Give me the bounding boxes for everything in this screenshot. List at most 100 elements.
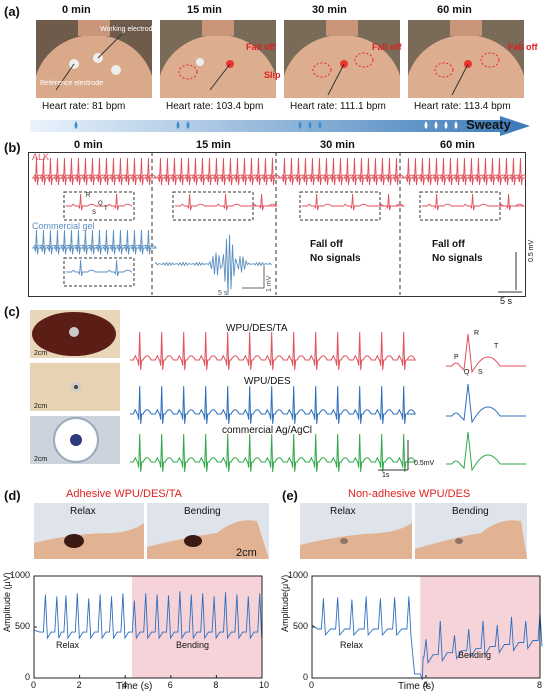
panel-e-ytick-label-2: 1000 <box>288 570 309 580</box>
slip-label: Slip <box>264 70 281 80</box>
fall-off-label-60: Fall off <box>508 42 538 52</box>
panel-e-region-bending: Bending <box>458 650 492 660</box>
panel-c-single-beat-0 <box>446 333 526 374</box>
panel-e-ytick-label-1: 500 <box>293 621 309 631</box>
panel-b-time-3: 60 min <box>440 139 475 151</box>
panel-b-inset-scale-amp: 1 mV <box>266 275 273 292</box>
torso-photo-0min <box>36 20 152 98</box>
panel-d-xtick-label-0: 0 <box>31 680 37 690</box>
panel-e-amplitude-line <box>311 596 543 681</box>
panel-e-xtick-label-2: 8 <box>537 680 543 690</box>
panel-d-xtick-label-4: 8 <box>213 680 219 690</box>
wrist-photo-d-relax <box>34 503 144 559</box>
b-wave-t: T <box>104 206 108 212</box>
panel-b-time-1: 15 min <box>196 139 231 151</box>
photo-scale-c-1: 2cm <box>34 403 48 410</box>
sweaty-label: Sweaty <box>466 117 511 132</box>
commercial-agagcl-photo <box>30 416 120 464</box>
panel-d-xlabel: Time (s) <box>116 681 153 692</box>
alk-label: ALK <box>32 152 50 162</box>
panel-a-time-0: 0 min <box>62 4 91 16</box>
panel-c-trace-1 <box>130 385 416 424</box>
c-wave-p: P <box>454 354 459 361</box>
panel-b-time-2: 30 min <box>320 139 355 151</box>
reference-electrode-label: Reference electrode <box>40 80 104 87</box>
inset-trace-0 <box>66 193 132 211</box>
c-wave-q: Q <box>464 369 470 376</box>
heart-rate-1: Heart rate: 103.4 bpm <box>166 101 264 112</box>
panel-c-trace-0 <box>130 331 416 370</box>
ecg-title-wpu-des-ta: WPU/DES/TA <box>226 323 288 334</box>
panel-b-scale-amp: 0.5 mV <box>528 239 535 262</box>
working-electrode-label: Working electrode <box>100 26 157 33</box>
torso-photo-30min <box>284 20 400 98</box>
panel-c-scale-time: 1s <box>382 472 390 479</box>
gel-trace-15min-noise <box>155 234 272 296</box>
panel-b-frame <box>28 152 526 297</box>
wpu-des-photo <box>30 363 120 411</box>
c-wave-s: S <box>478 369 483 376</box>
panel-d-region-bending: Bending <box>176 640 210 650</box>
panel-e-title: Non-adhesive WPU/DES <box>348 488 471 500</box>
panel-d-amplitude-chart <box>33 575 263 679</box>
photo-scale-c-0: 2cm <box>34 350 48 357</box>
alk-trace-1 <box>156 157 282 186</box>
ecg-title-agagcl: commercial Ag/AgCl <box>222 425 313 436</box>
panel-c-single-beat-2 <box>446 431 526 472</box>
panel-b-ecg-plot <box>32 152 526 296</box>
panel-d-xtick-label-1: 2 <box>76 680 82 690</box>
panel-e-label: (e) <box>282 488 298 503</box>
panel-e-xlabel: Time (s) <box>398 681 435 692</box>
panel-c-label: (c) <box>4 304 20 319</box>
panel-e-xtick-label-1: 4 <box>423 680 429 690</box>
panel-e-xtick-label-0: 0 <box>309 680 315 690</box>
panel-e-region-relax: Relax <box>340 640 364 650</box>
panel-c-ecg-plot <box>130 331 526 472</box>
c-wave-t: T <box>494 343 499 350</box>
inset-trace-4 <box>66 259 132 277</box>
inset-trace-2 <box>302 193 405 211</box>
panel-c-trace-2 <box>130 433 416 472</box>
alk-trace-0 <box>32 157 158 186</box>
fall-off-label-30: Fall off <box>372 42 402 52</box>
panel-d-amplitude-line <box>33 591 263 640</box>
panel-d-bending-region <box>132 576 262 678</box>
panel-c-single-beat-1 <box>446 383 526 424</box>
photo-label-d-relax: Relax <box>70 506 96 517</box>
panel-e-amplitude-chart <box>311 575 543 681</box>
panel-e-ytick-label-0: 0 <box>303 672 309 682</box>
panel-c-scale-amp: 0.5mV <box>414 460 435 467</box>
commercial-gel-label: Commercial gel <box>32 221 95 231</box>
panel-d-xtick-label-3: 6 <box>167 680 173 690</box>
sweaty-gradient-arrow <box>30 116 530 136</box>
photo-scale-d: 2cm <box>236 547 257 559</box>
heart-rate-0: Heart rate: 81 bpm <box>42 101 126 112</box>
wpu-des-ta-photo <box>30 310 120 358</box>
panel-a-label: (a) <box>4 4 20 19</box>
panel-b-scale-time: 5 s <box>500 296 513 306</box>
inset-trace-1 <box>175 193 278 211</box>
panel-d-ylabel: Amplitude (μV) <box>2 572 12 632</box>
wrist-photo-d-bending <box>147 503 269 559</box>
fall-off-label-15: Fall off <box>246 42 276 52</box>
fall-off-30: Fall off <box>310 239 343 250</box>
heart-rate-3: Heart rate: 113.4 bpm <box>414 101 511 112</box>
torso-photo-15min <box>160 20 276 98</box>
panel-d-ytick-label-1: 500 <box>15 621 31 631</box>
panel-a-time-2: 30 min <box>312 4 347 16</box>
wrist-photo-e-bending <box>415 503 527 559</box>
panel-b-label: (b) <box>4 140 21 155</box>
panel-d-ytick-label-0: 0 <box>25 672 31 682</box>
c-wave-r: R <box>474 330 480 337</box>
b-wave-q: Q <box>98 201 103 207</box>
inset-trace-3 <box>422 193 525 211</box>
panel-e-bending-region <box>420 576 540 678</box>
panel-e-ylabel: Amplitude(μV) <box>280 574 290 632</box>
wrist-photo-e-relax <box>300 503 412 559</box>
panel-a-time-1: 15 min <box>187 4 222 16</box>
photo-label-e-bending: Bending <box>452 506 489 517</box>
panel-d-region-relax: Relax <box>56 640 80 650</box>
b-wave-r: R <box>86 193 91 199</box>
torso-photo-60min <box>408 20 524 98</box>
b-wave-s: S <box>92 210 97 216</box>
